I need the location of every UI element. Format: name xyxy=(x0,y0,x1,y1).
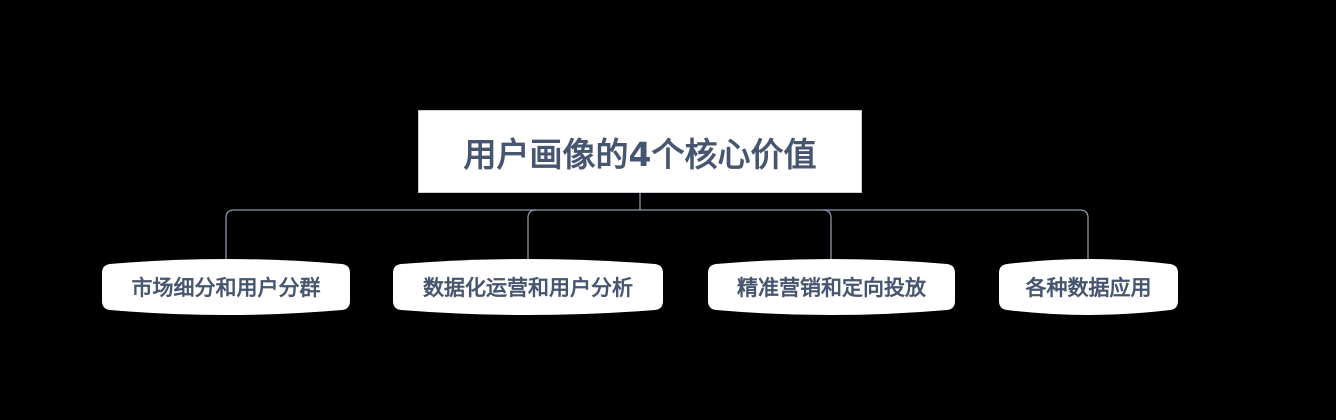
subtopic-label: 精准营销和定向投放 xyxy=(737,276,926,300)
node-shape xyxy=(393,259,663,315)
subtopic-node-precision-marketing[interactable]: 精准营销和定向投放 xyxy=(708,256,955,318)
node-shape xyxy=(708,259,955,315)
root-topic-node[interactable]: 用户画像的4个核心价值 xyxy=(418,110,862,193)
root-topic-label: 用户画像的4个核心价值 xyxy=(463,134,817,174)
subtopic-label: 数据化运营和用户分析 xyxy=(423,276,633,300)
node-shape xyxy=(999,259,1178,315)
subtopic-node-data-applications[interactable]: 各种数据应用 xyxy=(999,256,1178,318)
subtopic-node-data-operations[interactable]: 数据化运营和用户分析 xyxy=(393,256,663,318)
subtopic-node-market-segmentation[interactable]: 市场细分和用户分群 xyxy=(102,256,350,318)
connector-bus xyxy=(225,209,1089,262)
node-shape xyxy=(102,259,350,315)
subtopic-label: 市场细分和用户分群 xyxy=(131,276,321,300)
connector-drop-3 xyxy=(822,209,832,262)
subtopic-label: 各种数据应用 xyxy=(1025,276,1152,300)
connector-drop-2 xyxy=(527,209,537,262)
